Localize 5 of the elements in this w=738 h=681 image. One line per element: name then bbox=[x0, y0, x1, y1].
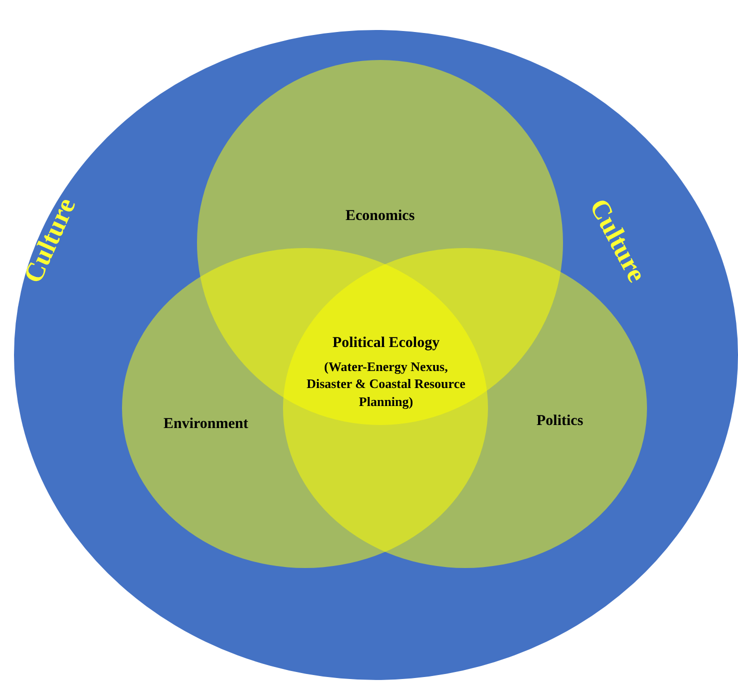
circle-label: Economics bbox=[346, 208, 415, 224]
circle-label: Politics bbox=[536, 412, 584, 430]
circle-label: Environment bbox=[164, 416, 248, 432]
center-description: (Water-Energy Nexus, Disaster & Coastal Resource Planning) bbox=[306, 358, 466, 410]
center-title: Political Ecology bbox=[332, 334, 440, 352]
